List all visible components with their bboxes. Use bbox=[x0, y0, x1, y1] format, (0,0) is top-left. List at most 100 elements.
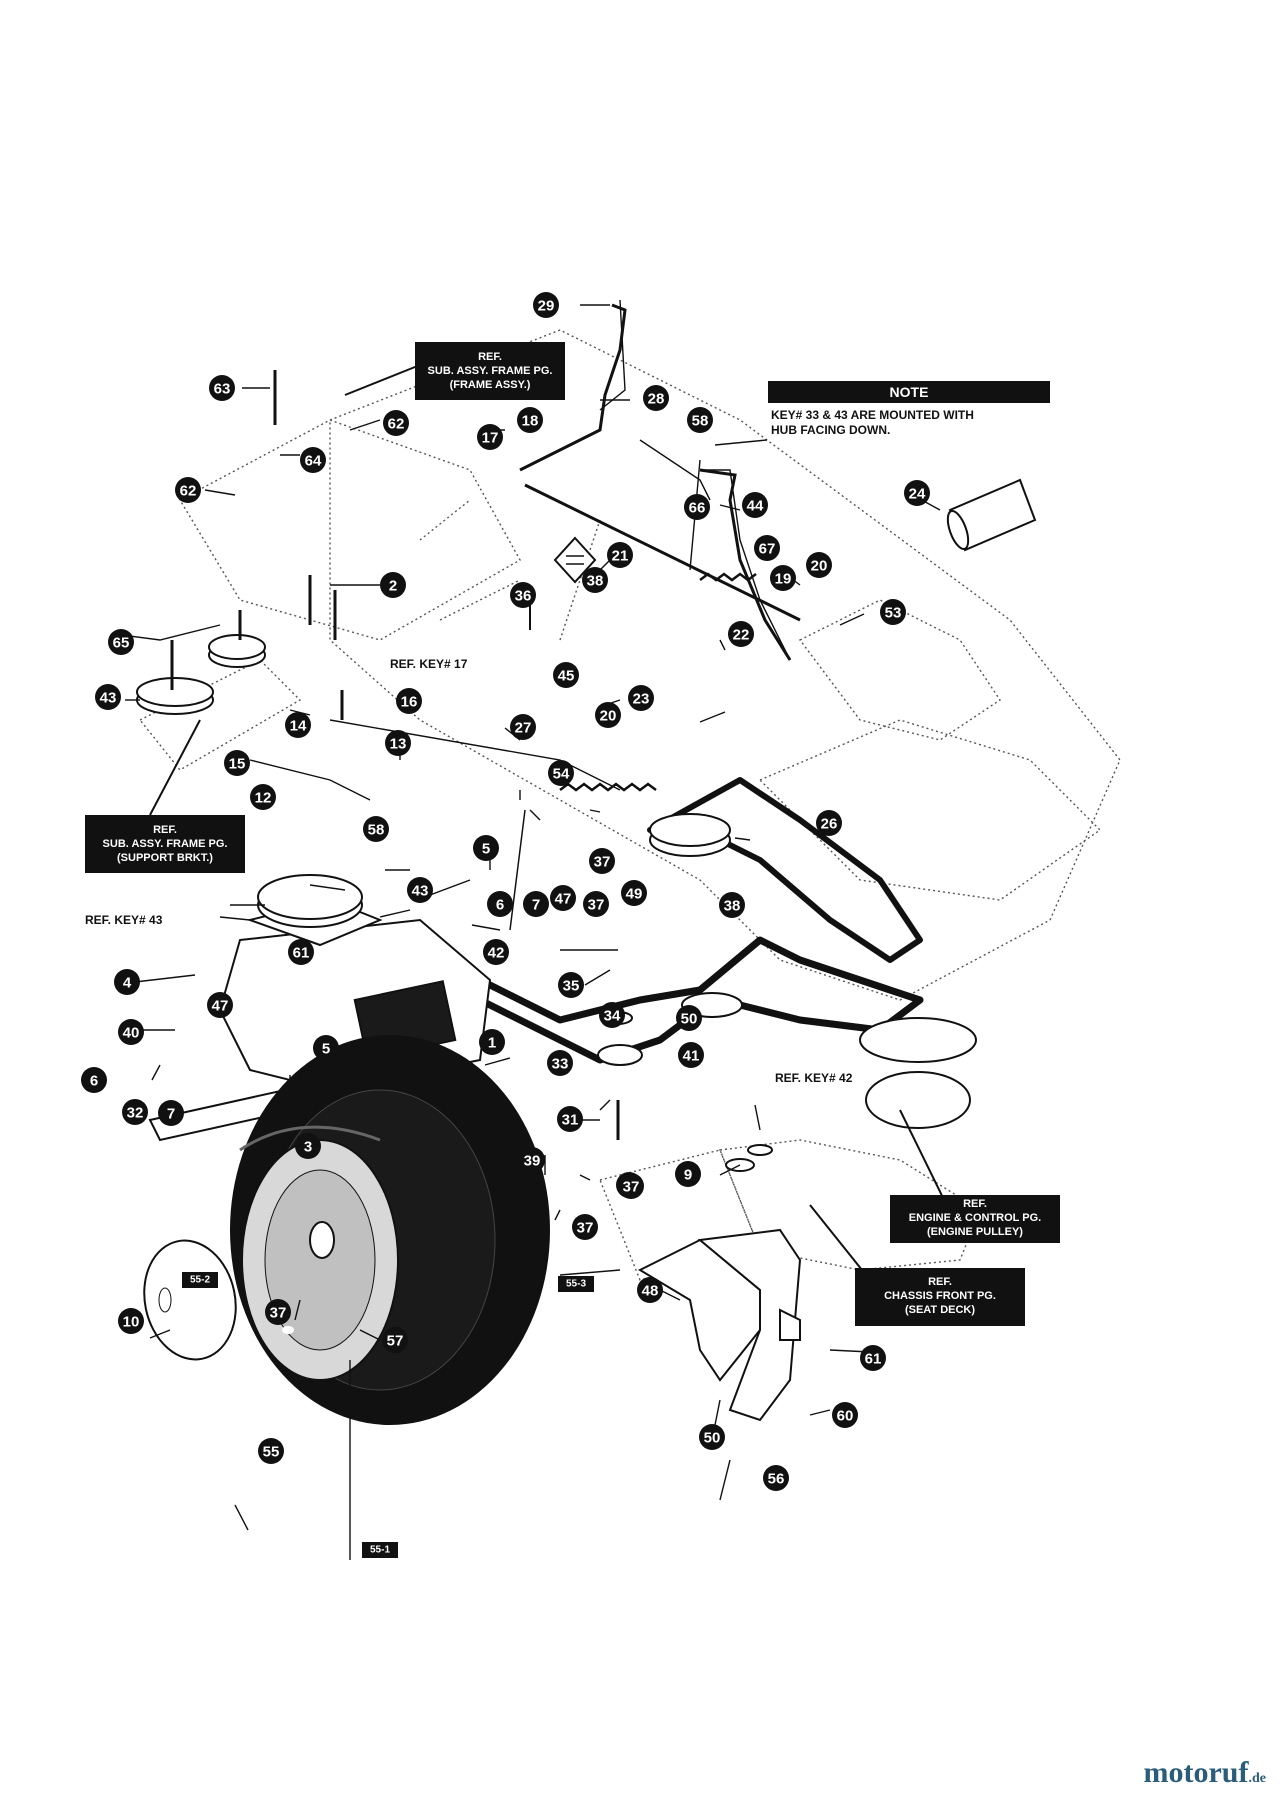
callout-label: 50 bbox=[681, 1011, 698, 1028]
callout-group: 2928636264621817584424666719205323665213… bbox=[81, 292, 930, 1491]
callout-label: 40 bbox=[123, 1025, 140, 1042]
callout-63: 63 bbox=[209, 375, 235, 401]
callout-label: 63 bbox=[214, 381, 231, 398]
callout-label: 35 bbox=[563, 978, 580, 995]
svg-text:CHASSIS FRONT PG.: CHASSIS FRONT PG. bbox=[884, 1290, 996, 1302]
callout-label: 36 bbox=[515, 588, 532, 605]
svg-text:REF.: REF. bbox=[928, 1276, 952, 1288]
callout-label: 9 bbox=[684, 1167, 692, 1184]
ref-key-17: REF. KEY# 17 bbox=[390, 657, 468, 671]
tag-55-2: 55-2 bbox=[182, 1272, 218, 1288]
callout-54: 54 bbox=[548, 760, 574, 786]
callout-label: 65 bbox=[113, 635, 130, 652]
callout-57: 57 bbox=[382, 1327, 408, 1353]
ref-key-42: REF. KEY# 42 bbox=[775, 1071, 853, 1085]
callout-24: 24 bbox=[904, 480, 930, 506]
callout-label: 27 bbox=[515, 720, 532, 737]
callout-43: 43 bbox=[407, 877, 433, 903]
callout-label: 29 bbox=[538, 298, 555, 315]
callout-label: 2 bbox=[389, 578, 397, 595]
svg-text:(FRAME ASSY.): (FRAME ASSY.) bbox=[450, 379, 531, 391]
callout-47: 47 bbox=[550, 885, 576, 911]
callout-60: 60 bbox=[832, 1402, 858, 1428]
callout-20: 20 bbox=[595, 702, 621, 728]
callout-label: 17 bbox=[482, 430, 499, 447]
callout-61: 61 bbox=[288, 939, 314, 965]
spring-26 bbox=[559, 782, 657, 792]
svg-text:(ENGINE PULLEY): (ENGINE PULLEY) bbox=[927, 1226, 1023, 1238]
callout-38: 38 bbox=[719, 892, 745, 918]
svg-text:55-2: 55-2 bbox=[190, 1275, 210, 1286]
seat-bracket bbox=[637, 1144, 802, 1422]
callout-45: 45 bbox=[553, 662, 579, 688]
callout-6: 6 bbox=[81, 1067, 107, 1093]
callout-label: 15 bbox=[229, 756, 246, 773]
callout-32: 32 bbox=[122, 1099, 148, 1125]
callout-label: 5 bbox=[322, 1041, 330, 1058]
callout-label: 47 bbox=[555, 891, 572, 908]
callout-18: 18 bbox=[517, 407, 543, 433]
callout-62: 62 bbox=[383, 410, 409, 436]
callout-label: 41 bbox=[683, 1048, 700, 1065]
callout-label: 37 bbox=[577, 1220, 594, 1237]
callout-4: 4 bbox=[114, 969, 140, 995]
rod-28 bbox=[519, 303, 627, 472]
callout-label: 47 bbox=[212, 998, 229, 1015]
callout-label: 38 bbox=[724, 898, 741, 915]
svg-text:KEY# 33 & 43 ARE MOUNTED WITH: KEY# 33 & 43 ARE MOUNTED WITH bbox=[771, 408, 974, 422]
callout-label: 38 bbox=[587, 573, 604, 590]
callout-label: 12 bbox=[255, 790, 272, 807]
tag-55-3: 55-3 bbox=[558, 1276, 594, 1292]
callout-label: 55 bbox=[263, 1444, 280, 1461]
hub-cap bbox=[143, 1239, 237, 1361]
callout-58: 58 bbox=[363, 816, 389, 842]
svg-text:REF.: REF. bbox=[963, 1198, 987, 1210]
callout-label: 19 bbox=[775, 571, 792, 588]
callout-7: 7 bbox=[158, 1100, 184, 1126]
callout-label: 62 bbox=[180, 483, 197, 500]
callout-36: 36 bbox=[510, 582, 536, 608]
callout-label: 61 bbox=[293, 945, 310, 962]
callout-label: 33 bbox=[552, 1056, 569, 1073]
callout-55: 55 bbox=[258, 1438, 284, 1464]
callout-label: 37 bbox=[588, 897, 605, 914]
callout-22: 22 bbox=[728, 621, 754, 647]
svg-text:55-3: 55-3 bbox=[566, 1279, 586, 1290]
callout-17: 17 bbox=[477, 424, 503, 450]
note-box: NOTE KEY# 33 & 43 ARE MOUNTED WITH HUB F… bbox=[768, 381, 1050, 437]
callout-label: 57 bbox=[387, 1333, 404, 1350]
callout-label: 39 bbox=[524, 1153, 541, 1170]
handle-grip bbox=[946, 478, 1037, 552]
svg-text:NOTE: NOTE bbox=[890, 384, 929, 400]
ref-box-support-brkt: REF. SUB. ASSY. FRAME PG. (SUPPORT BRKT.… bbox=[85, 815, 245, 873]
callout-label: 67 bbox=[759, 541, 776, 558]
svg-text:SUB. ASSY. FRAME PG.: SUB. ASSY. FRAME PG. bbox=[428, 365, 553, 377]
callout-6: 6 bbox=[487, 891, 513, 917]
ref-box-leaders bbox=[149, 364, 951, 1271]
callout-label: 28 bbox=[648, 391, 665, 408]
callout-50: 50 bbox=[676, 1005, 702, 1031]
callout-15: 15 bbox=[224, 750, 250, 776]
callout-label: 43 bbox=[412, 883, 429, 900]
callout-label: 42 bbox=[488, 945, 505, 962]
callout-44: 44 bbox=[742, 492, 768, 518]
callout-62: 62 bbox=[175, 477, 201, 503]
svg-text:REF.: REF. bbox=[153, 824, 177, 836]
callout-53: 53 bbox=[880, 599, 906, 625]
callout-64: 64 bbox=[300, 447, 326, 473]
callout-37: 37 bbox=[572, 1214, 598, 1240]
ref-box-engine-pulley: REF. ENGINE & CONTROL PG. (ENGINE PULLEY… bbox=[890, 1195, 1060, 1243]
callout-label: 58 bbox=[368, 822, 385, 839]
callout-10: 10 bbox=[118, 1308, 144, 1334]
callout-21: 21 bbox=[607, 542, 633, 568]
tag-55-1: 55-1 bbox=[362, 1542, 398, 1558]
callout-label: 4 bbox=[123, 975, 132, 992]
rod-44 bbox=[699, 468, 792, 661]
callout-38: 38 bbox=[582, 567, 608, 593]
svg-text:(SEAT DECK): (SEAT DECK) bbox=[905, 1304, 975, 1316]
callout-34: 34 bbox=[599, 1002, 625, 1028]
callout-37: 37 bbox=[589, 848, 615, 874]
ref-box-seat-deck: REF. CHASSIS FRONT PG. (SEAT DECK) bbox=[855, 1268, 1025, 1326]
callout-label: 32 bbox=[127, 1105, 144, 1122]
callout-49: 49 bbox=[621, 880, 647, 906]
